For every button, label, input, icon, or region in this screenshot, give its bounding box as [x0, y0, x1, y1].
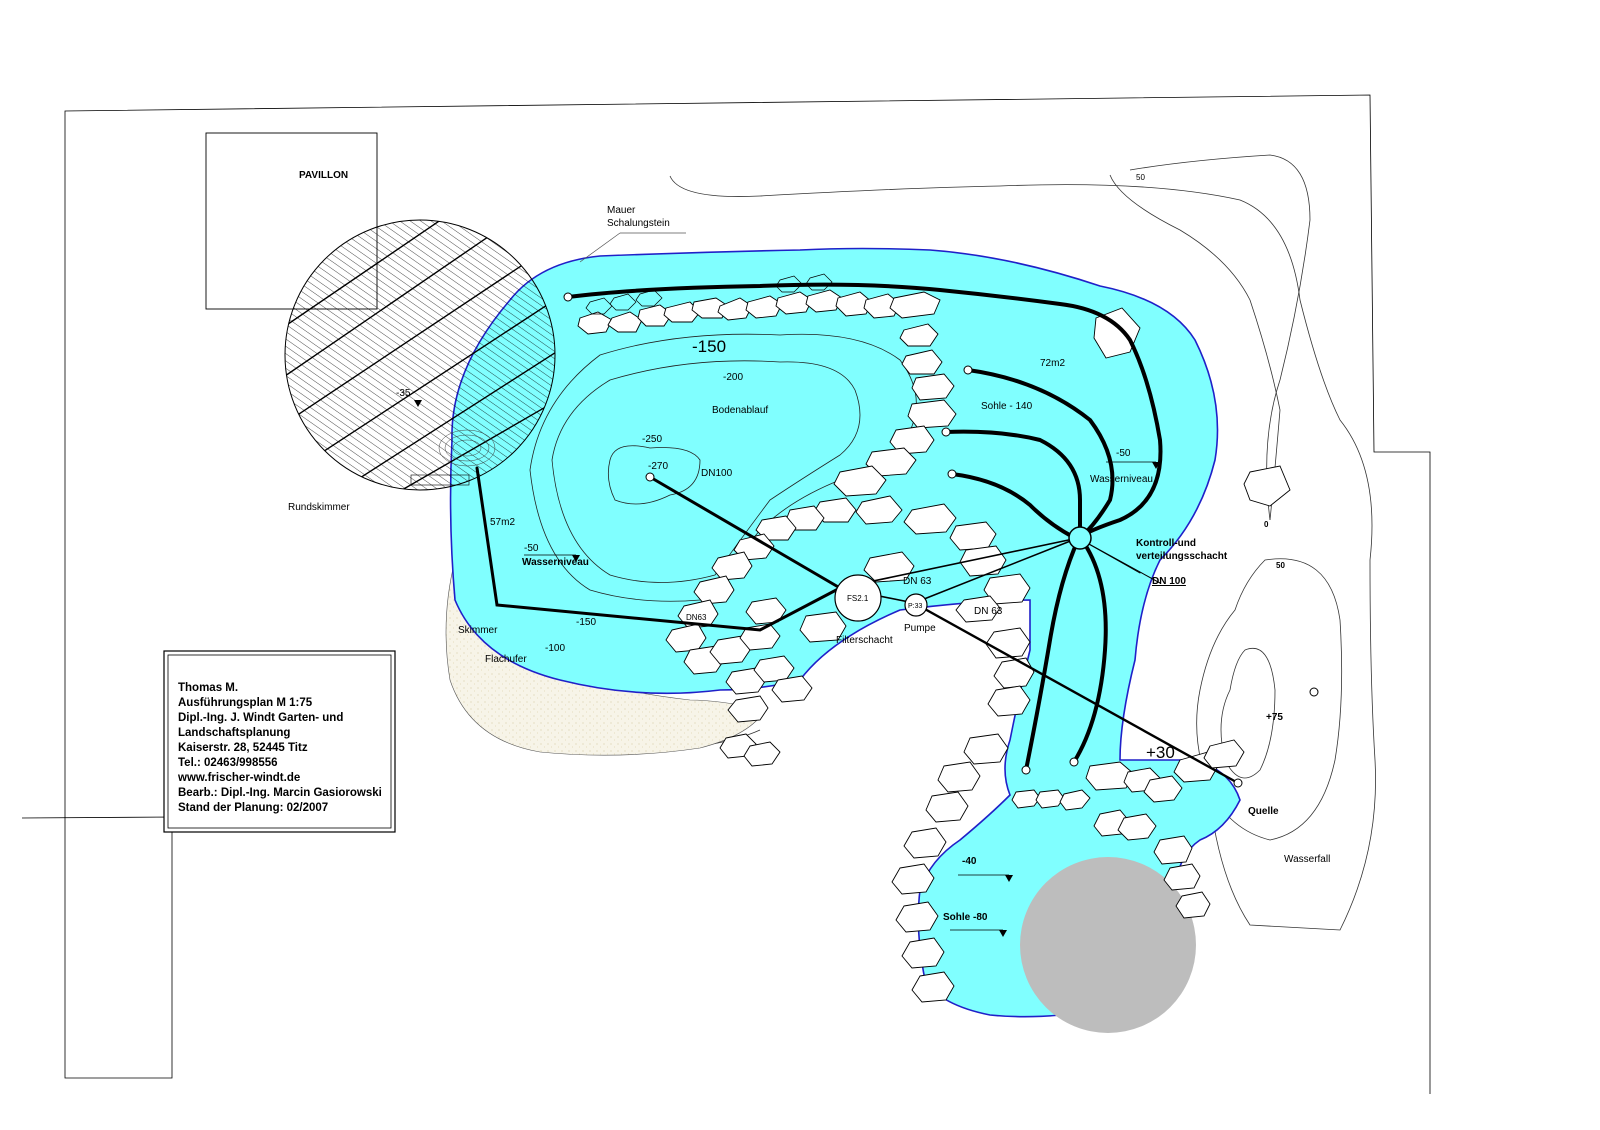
- minus-50-left-label: -50: [524, 543, 539, 554]
- filterschacht-label: Filterschacht: [836, 635, 893, 646]
- title-line: Dipl.-Ing. J. Windt Garten- und: [178, 712, 343, 724]
- title-line: Tel.: 02463/998556: [178, 757, 278, 769]
- title-line: www.frischer-windt.de: [177, 772, 300, 784]
- dn63-a-label: DN63: [686, 613, 707, 622]
- pumpe-label: Pumpe: [904, 623, 936, 634]
- area-72-label: 72m2: [1040, 358, 1065, 369]
- mauer-label: Mauer: [607, 205, 636, 216]
- title-line: Bearb.: Dipl.-Ing. Marcin Gasiorowski: [178, 787, 382, 799]
- title-line: Landschaftsplanung: [178, 727, 290, 739]
- kontroll-label-2: verteilungsschacht: [1136, 551, 1228, 562]
- depth-270-label: -270: [648, 461, 668, 472]
- pipe-down-left: [1024, 538, 1080, 772]
- minus-50-right-label: -50: [1116, 448, 1131, 459]
- schalungstein-label: Schalungstein: [607, 218, 670, 229]
- connection-pipes: [475, 466, 1240, 785]
- contour-50a-label: 50: [1136, 173, 1145, 182]
- kontroll-verteilungsschacht: [1068, 526, 1092, 550]
- title-line: Thomas M.: [178, 682, 238, 694]
- dn63-b-label: DN 63: [903, 576, 932, 587]
- filterschacht: [834, 574, 882, 622]
- minus-40-label: -40: [962, 856, 977, 867]
- contour-0-label: 0: [1264, 520, 1269, 529]
- quelle-label: Quelle: [1248, 806, 1279, 817]
- dn100-a-label: DN100: [701, 468, 733, 479]
- sohle-140-label: Sohle - 140: [981, 401, 1033, 412]
- wasserniveau-left-label: Wasserniveau: [522, 557, 589, 568]
- drainage-pipes: [566, 282, 1163, 772]
- title-line: Kaiserstr. 28, 52445 Titz: [178, 742, 308, 754]
- wasserfall-label: Wasserfall: [1284, 854, 1330, 865]
- title-line: Ausführungsplan M 1:75: [178, 697, 313, 709]
- property-boundary: [21, 94, 1431, 1094]
- pipe-mid: [944, 429, 1082, 540]
- depth-150-label: -150: [692, 337, 726, 356]
- pump-tag: P:33: [908, 603, 923, 610]
- fs21-label: FS2.1: [847, 594, 869, 603]
- contour-50b-label: 50: [1276, 561, 1285, 570]
- water-level-lines: [524, 461, 1156, 931]
- pipe-upper: [566, 282, 1163, 540]
- bodenablauf-label: Bodenablauf: [712, 405, 768, 416]
- area-57-label: 57m2: [490, 517, 515, 528]
- pump: [904, 593, 928, 617]
- flachufer-label: Flachufer: [485, 654, 527, 665]
- pipe-nodes: [563, 292, 1319, 788]
- plus-30-label: +30: [1146, 743, 1175, 762]
- rundskimmer-label: Rundskimmer: [288, 502, 350, 513]
- pipe-low: [950, 472, 1077, 540]
- wasserniveau-right-label: Wasserniveau: [1090, 474, 1153, 485]
- sohle-80-label: Sohle -80: [943, 912, 988, 923]
- water-level-markers: [572, 462, 1160, 937]
- depth-150b-label: -150: [576, 617, 596, 628]
- plus-75-label: +75: [1266, 712, 1283, 723]
- depth-100-label: -100: [545, 643, 565, 654]
- skimmer-label: Skimmer: [458, 625, 498, 636]
- minus-35-label: -35: [396, 388, 411, 399]
- pavilion-label: PAVILLON: [299, 170, 348, 181]
- leader-lines: [579, 232, 686, 263]
- tree-canopy-grey: [1020, 857, 1196, 1033]
- stone-edging: [577, 289, 1291, 1003]
- pipe-down-right: [1072, 538, 1108, 764]
- depth-250-label: -250: [642, 434, 662, 445]
- dn63-c-label: DN 63: [974, 606, 1003, 617]
- title-block: Thomas M. Ausführungsplan M 1:75 Dipl.-I…: [163, 650, 396, 833]
- pavilion-outline: [205, 132, 378, 310]
- depth-200-label: -200: [723, 372, 743, 383]
- tree-canopy-hatched: [284, 219, 556, 491]
- pipe-sohle: [966, 368, 1115, 540]
- kontroll-label-1: Kontroll-und: [1136, 538, 1196, 549]
- title-line: Stand der Planung: 02/2007: [178, 802, 328, 814]
- dn100-b-label: DN 100: [1152, 576, 1186, 587]
